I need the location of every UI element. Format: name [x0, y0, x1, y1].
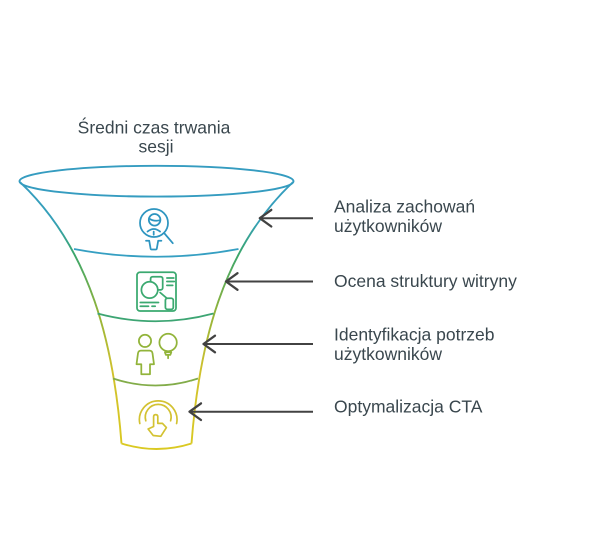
svg-text:Ocena struktury witryny: Ocena struktury witryny	[334, 271, 517, 291]
svg-text:użytkowników: użytkowników	[334, 344, 442, 364]
svg-text:Analiza zachowań: Analiza zachowań	[334, 197, 475, 217]
svg-text:Identyfikacja potrzeb: Identyfikacja potrzeb	[334, 325, 495, 345]
svg-text:Średni czas trwania: Średni czas trwania	[78, 116, 231, 137]
svg-text:użytkowników: użytkowników	[334, 216, 442, 236]
svg-text:Optymalizacja CTA: Optymalizacja CTA	[334, 396, 483, 416]
svg-text:sesji: sesji	[138, 137, 173, 157]
